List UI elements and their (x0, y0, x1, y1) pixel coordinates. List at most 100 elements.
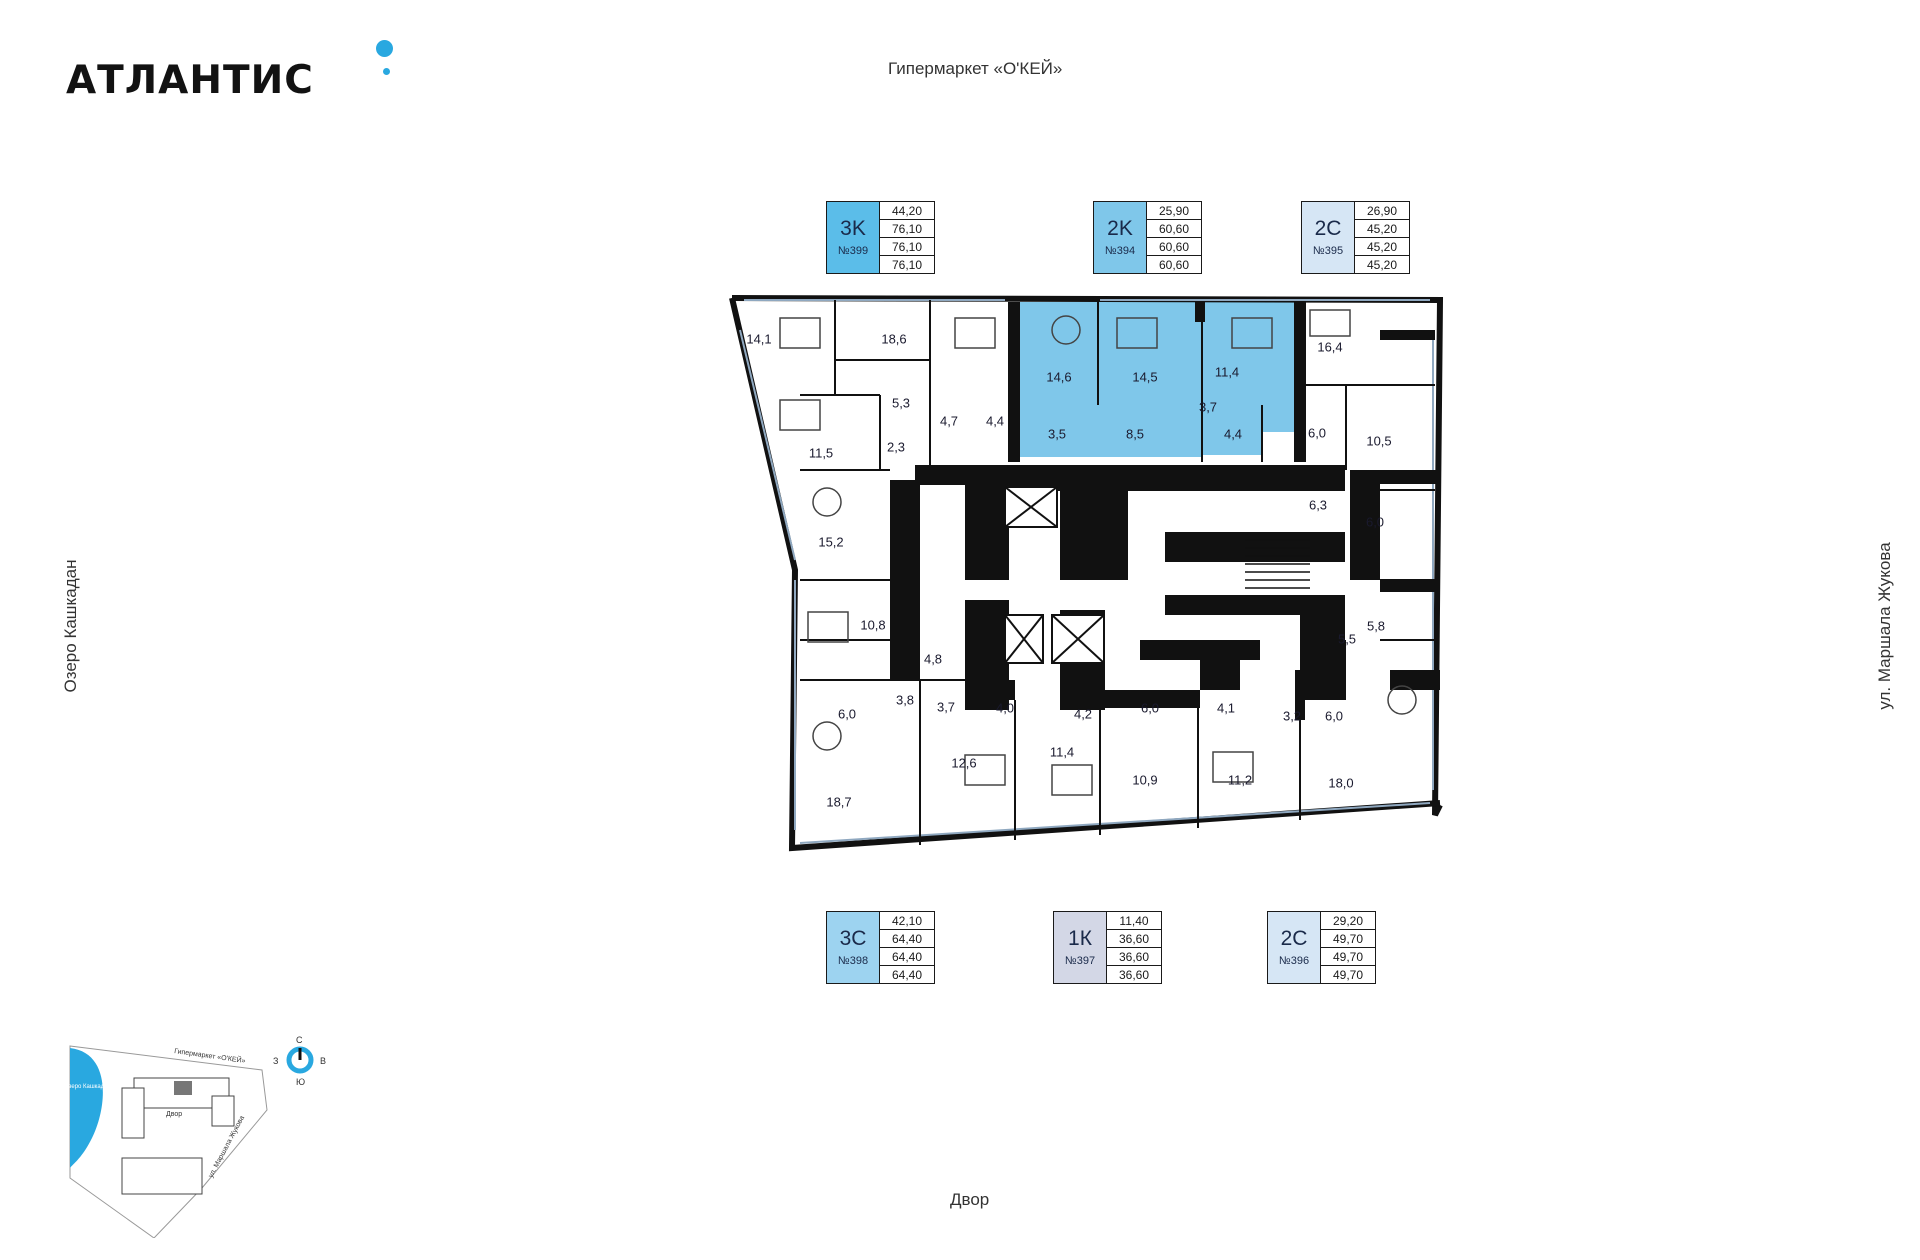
room-area-label: 11,5 (808, 445, 834, 461)
area-value: 76,10 (880, 238, 935, 256)
outer-walls (729, 295, 1444, 852)
room-area-label: 5,5 (1337, 631, 1357, 647)
room-area-label: 11,2 (1227, 772, 1253, 788)
apartment-type-badge: 3K №399 (826, 201, 880, 274)
room-area-label: 11,4 (1049, 744, 1075, 760)
room-area-label: 10,8 (860, 617, 886, 633)
room-area-label: 18,0 (1328, 775, 1354, 791)
area-value: 60,60 (1147, 238, 1202, 256)
highlighted-apartment-394[interactable] (1016, 302, 1294, 457)
room-area-label: 4,4 (985, 413, 1005, 429)
windows (739, 299, 1434, 844)
apartment-type-badge: 2С №395 (1301, 201, 1355, 274)
area-value: 25,90 (1147, 201, 1202, 220)
apartment-number: №394 (1104, 245, 1136, 257)
area-value: 64,40 (880, 966, 935, 984)
apartment-areas: 44,20 76,10 76,10 76,10 (880, 201, 935, 274)
area-value: 36,60 (1107, 948, 1162, 966)
area-value: 44,20 (880, 201, 935, 220)
room-area-label: 4,0 (995, 700, 1015, 716)
room-area-label: 4,1 (1216, 700, 1236, 716)
area-value: 76,10 (880, 256, 935, 274)
room-area-label: 18,6 (881, 331, 907, 347)
elevators (1004, 486, 1105, 664)
area-value: 42,10 (880, 911, 935, 930)
room-area-label: 14,1 (746, 331, 772, 347)
apartment-type: 3С (839, 927, 867, 950)
room-area-label: 14,6 (1046, 369, 1072, 385)
room-area-label: 4,2 (1073, 706, 1093, 722)
logo-dot-icon (376, 40, 393, 57)
room-area-label: 3,7 (1198, 399, 1218, 415)
room-area-label: 14,5 (1132, 369, 1158, 385)
area-value: 45,20 (1355, 220, 1410, 238)
apartment-type-badge: 2K №394 (1093, 201, 1147, 274)
room-area-label: 11,4 (1214, 364, 1240, 380)
apartment-type: 2K (1107, 217, 1133, 240)
compass-west: З (273, 1056, 278, 1066)
apartment-card-398[interactable]: 3С №398 42,10 64,40 64,40 64,40 (826, 911, 935, 984)
room-area-label: 6,0 (1324, 708, 1344, 724)
apartment-card-394[interactable]: 2K №394 25,90 60,60 60,60 60,60 (1093, 201, 1202, 274)
apartment-areas: 25,90 60,60 60,60 60,60 (1147, 201, 1202, 274)
apartment-card-395[interactable]: 2С №395 26,90 45,20 45,20 45,20 (1301, 201, 1410, 274)
minimap-building-left (121, 1087, 145, 1139)
area-value: 76,10 (880, 220, 935, 238)
apartment-type: 3K (840, 217, 866, 240)
room-area-label: 18,7 (826, 794, 852, 810)
staircase (1245, 539, 1310, 597)
compass: С Ю З В (273, 1035, 326, 1087)
apartment-areas: 29,20 49,70 49,70 49,70 (1321, 911, 1376, 984)
furniture (779, 309, 1417, 796)
room-area-label: 3,7 (936, 699, 956, 715)
room-area-label: 4,8 (923, 651, 943, 667)
apartment-type: 2С (1314, 217, 1342, 240)
area-value: 29,20 (1321, 911, 1376, 930)
room-area-label: 16,4 (1317, 339, 1343, 355)
top-orientation-label: Гипермаркет «О'КЕЙ» (888, 59, 1063, 78)
apartment-areas: 42,10 64,40 64,40 64,40 (880, 911, 935, 984)
room-area-label: 4,4 (1223, 426, 1243, 442)
apartment-type: 1К (1068, 927, 1092, 950)
room-area-label: 2,3 (886, 439, 906, 455)
area-value: 11,40 (1107, 911, 1162, 930)
apartment-number: №398 (837, 955, 869, 967)
apartment-card-397[interactable]: 1К №397 11,40 36,60 36,60 36,60 (1053, 911, 1162, 984)
apartment-areas: 11,40 36,60 36,60 36,60 (1107, 911, 1162, 984)
minimap-building-right (211, 1095, 235, 1127)
minimap-lake-label: Озеро Кашкадан (64, 1084, 111, 1090)
room-area-label: 6,3 (1308, 497, 1328, 513)
room-area-label: 6,0 (837, 706, 857, 722)
room-area-label: 6,0 (1365, 514, 1385, 530)
minimap-yard-label: Двор (166, 1111, 182, 1118)
partitions (800, 300, 1435, 845)
minimap-lake (70, 1048, 103, 1168)
area-value: 26,90 (1355, 201, 1410, 220)
apartment-type-badge: 3С №398 (826, 911, 880, 984)
site-minimap: Гипермаркет «О'КЕЙ» Озеро Кашкадан Двор … (64, 1045, 268, 1238)
bottom-orientation-label: Двор (950, 1190, 990, 1209)
apartment-type-badge: 2С №396 (1267, 911, 1321, 984)
apartment-number: №396 (1278, 955, 1310, 967)
apartment-card-399[interactable]: 3K №399 44,20 76,10 76,10 76,10 (826, 201, 935, 274)
room-area-label: 3,2 (1282, 708, 1302, 724)
area-value: 49,70 (1321, 966, 1376, 984)
room-area-label: 5,3 (891, 395, 911, 411)
logo-small-dot-icon (383, 68, 390, 75)
minimap-highlight (174, 1081, 192, 1095)
apartment-areas: 26,90 45,20 45,20 45,20 (1355, 201, 1410, 274)
minimap-building-bottom (121, 1157, 203, 1195)
area-value: 64,40 (880, 930, 935, 948)
room-area-label: 3,8 (895, 692, 915, 708)
area-value: 60,60 (1147, 220, 1202, 238)
room-area-label: 10,5 (1366, 433, 1392, 449)
area-value: 49,70 (1321, 948, 1376, 966)
apartment-card-396[interactable]: 2С №396 29,20 49,70 49,70 49,70 (1267, 911, 1376, 984)
room-area-label: 10,9 (1132, 772, 1158, 788)
room-area-label: 6,0 (1140, 700, 1160, 716)
room-area-label: 12,6 (951, 755, 977, 771)
room-area-label: 3,5 (1047, 426, 1067, 442)
compass-south: Ю (296, 1077, 305, 1087)
room-area-label: 15,2 (818, 534, 844, 550)
